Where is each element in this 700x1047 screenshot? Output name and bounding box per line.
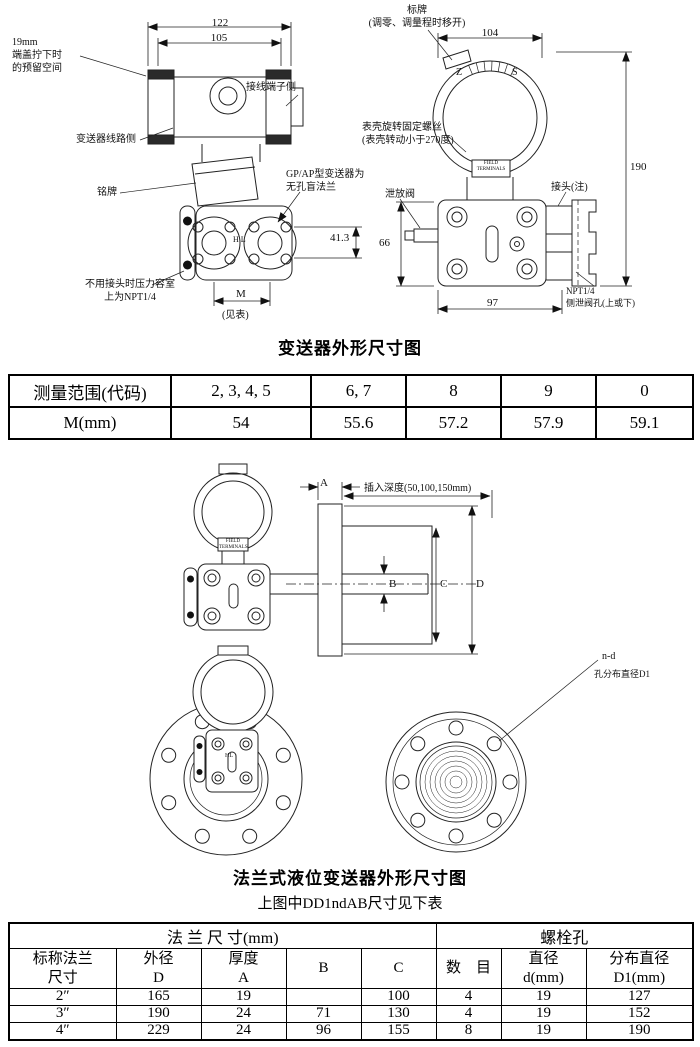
flange-mount-side-drawing — [183, 463, 493, 657]
bolt-circle-diameter-label: 孔分布直径D1 — [594, 669, 650, 679]
flange-outline-dimension-title: 法兰式液位变送器外形尺寸图 — [233, 869, 467, 888]
col-header: 分布直径 D1(mm) — [585, 948, 694, 989]
flange-table-reference-subtitle: 上图中DD1ndAB尺寸见下表 — [257, 896, 443, 912]
cell: 152 — [585, 1005, 694, 1023]
cell: 4 — [435, 1005, 502, 1023]
dim-105-label: 105 — [210, 32, 228, 44]
cell: 0 — [595, 374, 694, 408]
cell: 4″ — [8, 1021, 117, 1041]
bolt-hole-group-header: 螺栓孔 — [435, 922, 694, 949]
range-header-row: 测量范围(代码) 2, 3, 4, 5 6, 7 8 9 0 — [8, 374, 694, 408]
dim-m-label: M — [236, 288, 246, 300]
table-row: 2″ 165 19 100 4 19 127 — [8, 988, 694, 1006]
cell: 19 — [500, 1021, 587, 1041]
cell: 8 — [435, 1021, 502, 1041]
dim-a-label: A — [320, 477, 328, 489]
cell: 19 — [500, 1005, 587, 1023]
cell: 8 — [405, 374, 502, 408]
cell: 9 — [500, 374, 597, 408]
col-header: 厚度 A — [200, 948, 287, 989]
s-mark-label: S — [512, 67, 518, 78]
tag-plate-note: 标牌 (调零、调量程时移开) — [368, 5, 466, 29]
n-d-bolt-label: n-d — [602, 651, 616, 662]
housing-rotation-screw-note: 表壳旋转固定螺丝 (表壳转动小于270度) — [362, 122, 454, 146]
col-header: C — [360, 948, 437, 989]
cell: 55.6 — [310, 406, 407, 440]
dim-122-label: 122 — [211, 17, 229, 29]
column-header-row: 标称法兰 尺寸 外径 D 厚度 A B C 数 目 直径 d(mm) 分布直径 … — [8, 948, 694, 989]
cell: 190 — [585, 1021, 694, 1041]
col-header: 直径 d(mm) — [500, 948, 587, 989]
hl-marks-label: H L — [233, 235, 246, 244]
cell: 165 — [115, 988, 202, 1006]
dim-c-label: C — [440, 578, 448, 590]
col-header: 标称法兰 尺寸 — [8, 948, 117, 989]
dim-66-label: 66 — [379, 237, 390, 249]
table-row: 4″ 229 24 96 155 8 19 190 — [8, 1021, 694, 1041]
cell: 54 — [170, 406, 312, 440]
measuring-range-table: 测量范围(代码) 2, 3, 4, 5 6, 7 8 9 0 M(mm) 54 … — [8, 374, 694, 440]
cell: 24 — [200, 1021, 287, 1041]
cell: 2, 3, 4, 5 — [170, 374, 312, 408]
joint-note-label: 接头(注) — [551, 182, 588, 193]
cell: 57.2 — [405, 406, 502, 440]
field-terminals-small-label: FIELD TERMINALS — [219, 539, 248, 550]
cell: 测量范围(代码) — [8, 374, 172, 408]
nameplate-label: 铭牌 — [97, 187, 117, 198]
cell: 100 — [360, 988, 437, 1006]
cell: 19 — [500, 988, 587, 1006]
col-header: 数 目 — [435, 948, 502, 989]
cell: 71 — [285, 1005, 362, 1023]
dim-b-label: B — [389, 578, 397, 590]
cell: 57.9 — [500, 406, 597, 440]
cell: M(mm) — [8, 406, 172, 440]
cell: 155 — [360, 1021, 437, 1041]
see-table-note: (见表) — [222, 310, 249, 321]
col-header: B — [285, 948, 362, 989]
flange-dimension-table: 法 兰 尺 寸(mm) 螺栓孔 标称法兰 尺寸 外径 D 厚度 A B C 数 … — [8, 922, 695, 1041]
dim-41-3-label: 41.3 — [330, 232, 350, 244]
cell: 6, 7 — [310, 374, 407, 408]
cell: 130 — [360, 1005, 437, 1023]
cell: 4 — [435, 988, 502, 1006]
dim-97-label: 97 — [487, 297, 498, 309]
cell — [285, 988, 362, 1006]
cell: 96 — [285, 1021, 362, 1041]
cell: 19 — [200, 988, 287, 1006]
col-header: 外径 D — [115, 948, 202, 989]
insertion-depth-label: 插入深度(50,100,150mm) — [364, 483, 472, 494]
gp-ap-blind-flange-note: GP/AP型变送器为 无孔盲法兰 — [286, 169, 365, 193]
side-view-drawing — [79, 22, 362, 306]
cell: 190 — [115, 1005, 202, 1023]
wiring-side-label: 变送器线路侧 — [76, 134, 136, 145]
npt-quarter-note: 不用接头时压力容室 上为NPT1/4 — [85, 279, 175, 303]
dim-d-label: D — [476, 578, 484, 590]
cell: 127 — [585, 988, 694, 1006]
m-value-row: M(mm) 54 55.6 57.2 57.9 59.1 — [8, 406, 694, 440]
cell: 229 — [115, 1021, 202, 1041]
flange-face-drawing — [385, 659, 599, 853]
outline-dimension-title: 变送器外形尺寸图 — [278, 339, 422, 358]
cover-clearance-note: 19mm 端盖拧下时 的预留空间 — [12, 37, 62, 74]
side-vent-hole-note: NPT1/4 侧泄阀孔(上或下) — [566, 286, 635, 308]
cell: 2″ — [8, 988, 117, 1006]
flange-transmitter-drawing — [149, 463, 599, 856]
z-mark-label: Z — [456, 67, 463, 78]
flange-face-with-transmitter-drawing — [149, 645, 303, 856]
cell: 3″ — [8, 1005, 117, 1023]
flange-size-group-header: 法 兰 尺 寸(mm) — [8, 922, 437, 949]
dim-190-label: 190 — [630, 161, 647, 173]
hl-small-label: HL — [225, 753, 233, 759]
cell: 59.1 — [595, 406, 694, 440]
group-header-row: 法 兰 尺 寸(mm) 螺栓孔 — [8, 922, 694, 949]
cell: 24 — [200, 1005, 287, 1023]
terminal-side-label: 接线端子侧 — [246, 82, 296, 93]
field-terminals-label: FIELD TERMINALS — [476, 161, 506, 172]
front-view-drawing — [396, 29, 632, 314]
dim-104-label: 104 — [481, 27, 499, 39]
transmitter-outline-drawing — [79, 22, 632, 314]
vent-valve-label: 泄放阀 — [385, 189, 415, 200]
table-row: 3″ 190 24 71 130 4 19 152 — [8, 1005, 694, 1023]
